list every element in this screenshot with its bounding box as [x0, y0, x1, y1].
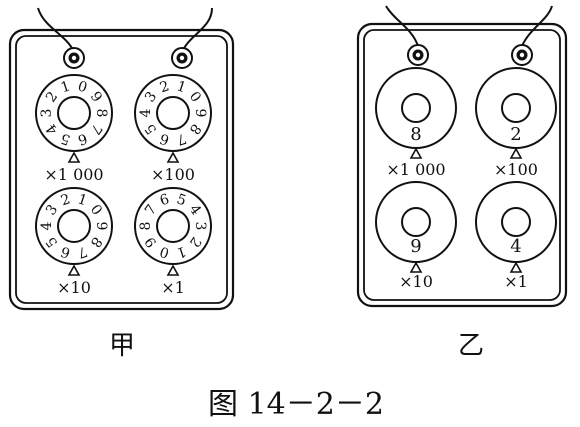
dial-hub-jia-hundreds	[156, 96, 190, 130]
dial-digit: 4	[39, 221, 55, 230]
panel-label-jia: 甲	[109, 331, 135, 361]
panel-label-yi: 乙	[458, 331, 484, 361]
dial-pointer-yi-ones	[509, 261, 523, 273]
figure-caption: 图 14－2－2	[208, 387, 384, 422]
multiplier-label-yi-thousands: ×1 000	[386, 160, 445, 179]
box-outer-frame-jia	[8, 28, 235, 311]
dial-knob-yi-hundreds[interactable]	[475, 67, 557, 159]
dial-pointer-yi-hundreds	[509, 147, 523, 159]
dial-hub-yi-thousands	[401, 93, 431, 123]
dial-pointer-jia-thousands	[67, 151, 81, 163]
dial-pointer-yi-thousands	[409, 147, 423, 159]
multiplier-label-yi-hundreds: ×100	[494, 160, 538, 179]
multiplier-label-jia-hundreds: ×100	[151, 165, 195, 184]
multiplier-label-jia-ones: ×1	[161, 278, 185, 297]
box-outer-frame-yi	[356, 22, 568, 308]
dial-value-yi-ones: 4	[510, 236, 521, 257]
dial-digit: 9	[192, 109, 208, 118]
dial-digit: 8	[93, 109, 109, 118]
terminal-right-yi[interactable]	[511, 44, 533, 66]
dial-value-yi-tens: 9	[410, 236, 421, 257]
box-inner-frame-jia	[15, 35, 228, 304]
dial-pointer-jia-ones	[166, 264, 180, 276]
lead-wire-left-yi	[385, 5, 419, 47]
dial-digit: 9	[93, 222, 109, 231]
dial-hub-jia-tens	[57, 209, 91, 243]
dial-hub-yi-hundreds	[501, 93, 531, 123]
lead-wire-right-yi	[521, 5, 553, 47]
multiplier-label-jia-thousands: ×1 000	[44, 165, 103, 184]
dial-value-yi-hundreds: 2	[510, 124, 521, 145]
terminal-left-jia[interactable]	[63, 47, 85, 69]
dial-digit: 4	[138, 108, 154, 117]
dial-digit: 8	[138, 222, 154, 231]
dial-knob-yi-tens[interactable]	[375, 181, 457, 273]
dial-pointer-jia-hundreds	[166, 151, 180, 163]
dial-pointer-jia-tens	[67, 264, 81, 276]
dial-digit: 3	[39, 109, 55, 118]
box-inner-frame-yi	[363, 29, 561, 301]
dial-digit: 3	[192, 222, 208, 231]
dial-knob-yi-thousands[interactable]	[375, 67, 457, 159]
dial-value-yi-thousands: 8	[410, 124, 421, 145]
resistance-box-yi: 8 2 9 4 ×1 000 ×100 ×10 ×1	[356, 5, 568, 308]
dial-hub-jia-ones	[156, 209, 190, 243]
dial-knob-yi-ones[interactable]	[475, 181, 557, 273]
terminal-left-yi[interactable]	[407, 44, 429, 66]
dial-hub-yi-tens	[401, 207, 431, 237]
dial-hub-jia-thousands	[57, 96, 91, 130]
multiplier-label-yi-ones: ×1	[504, 272, 528, 291]
terminal-right-jia[interactable]	[171, 47, 193, 69]
dial-pointer-yi-tens	[409, 261, 423, 273]
dial-hub-yi-ones	[501, 207, 531, 237]
multiplier-label-yi-tens: ×10	[399, 272, 433, 291]
multiplier-label-jia-tens: ×10	[57, 278, 91, 297]
